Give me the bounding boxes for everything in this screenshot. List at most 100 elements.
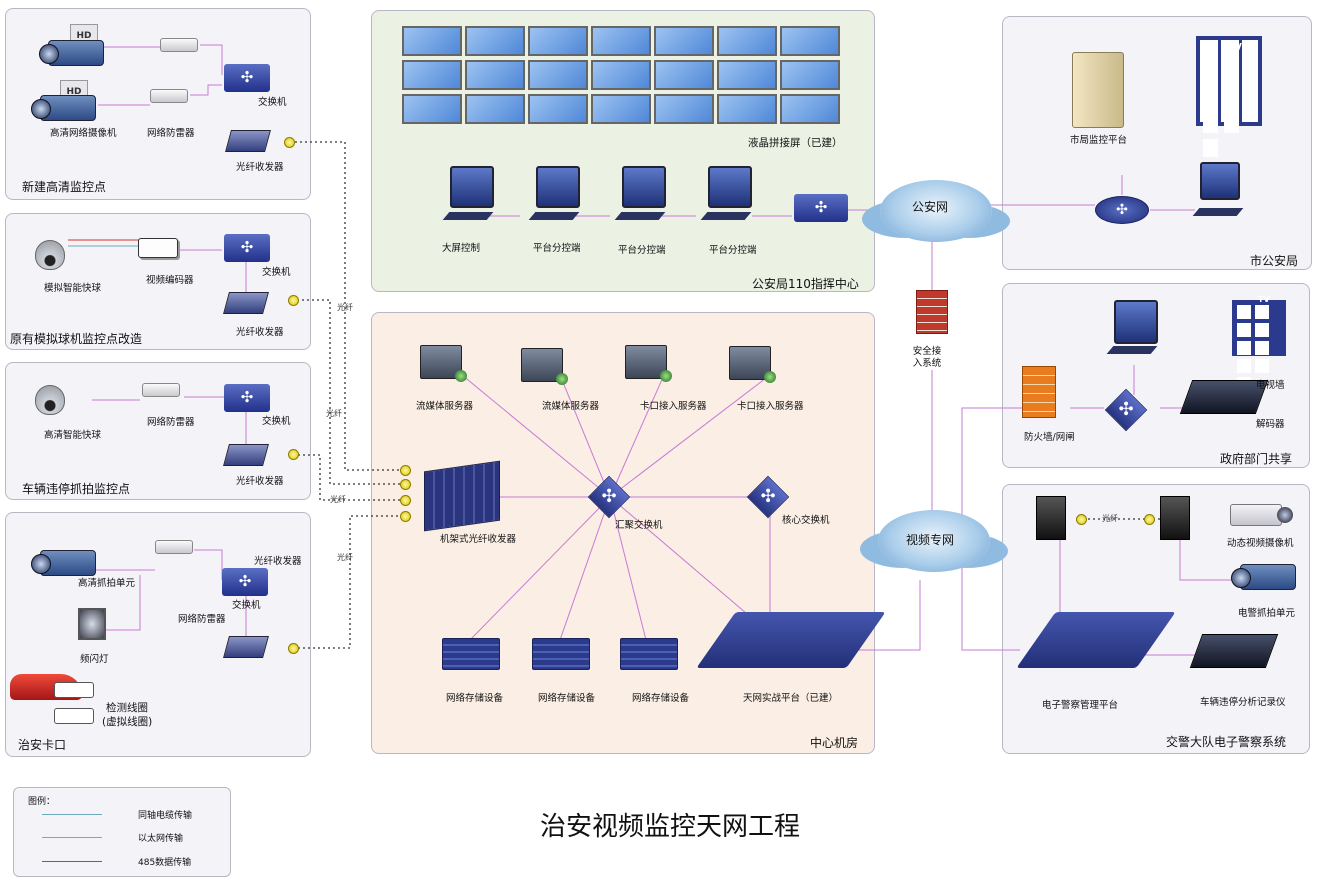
legend-label: 同轴电缆传输: [138, 811, 193, 821]
fiber-connector-icon: [1144, 514, 1155, 525]
checkpoint-server-icon: [625, 345, 672, 382]
server-label: 卡口接入服务器: [640, 401, 707, 412]
legend-title: 图例：: [28, 797, 56, 807]
dyncam-label: 动态视频摄像机: [1227, 538, 1294, 549]
lcd-panel: [528, 26, 588, 56]
fiber-transceiver-icon: [223, 444, 269, 466]
site4-title: 治安卡口: [18, 738, 67, 752]
lcd-panel: [780, 26, 840, 56]
monitor-icon: [622, 166, 666, 208]
rack-fiber-transceiver-icon: [424, 460, 500, 532]
lcd-panel: [402, 94, 462, 124]
fiber-encoder-icon: [1160, 496, 1190, 540]
tv-badge: TV: [1228, 42, 1242, 53]
aggregation-switch-icon: ✣: [587, 475, 631, 519]
lcd-panel: [717, 26, 777, 56]
fiber-connector-icon: [288, 295, 299, 306]
lcd-panel: [528, 94, 588, 124]
tv-badge: TV: [1258, 295, 1270, 304]
strobe-light-icon: [78, 608, 106, 640]
capture-camera-icon: [31, 550, 96, 576]
monitor-icon: [450, 166, 494, 208]
station-label: 平台分控端: [709, 245, 757, 256]
station-label: 平台分控端: [618, 245, 666, 256]
legend-item: 同轴电缆传输: [42, 808, 222, 821]
site2-camera-label: 模拟智能快球: [44, 283, 102, 294]
lcd-panel: [528, 60, 588, 90]
storage-icon: [532, 638, 590, 670]
fiber-transceiver-icon: [223, 636, 269, 658]
surge-protector-icon: [150, 89, 188, 103]
site2-switch-label: 交换机: [262, 267, 291, 278]
router-icon: ✣: [1095, 196, 1149, 224]
lcd-panel: [465, 94, 525, 124]
city-title: 市公安局: [1250, 254, 1299, 268]
site1-protector-label: 网络防雷器: [147, 128, 195, 139]
lcd-panel: [654, 94, 714, 124]
legend-item: 485数据传输: [42, 855, 222, 868]
storage-icon: [442, 638, 500, 670]
surge-protector-icon: [155, 540, 193, 554]
fiber-connector-icon: [400, 511, 411, 522]
site1-switch-label: 交换机: [258, 97, 287, 108]
switch-icon: ✣: [222, 568, 268, 596]
site4-protector-label: 网络防雷器: [178, 614, 226, 625]
server-tower-icon: [1072, 52, 1124, 128]
surge-protector-icon: [142, 383, 180, 397]
site1-fiber-label: 光纤收发器: [236, 162, 284, 173]
detection-loop-icon: [54, 708, 94, 724]
site4-switch-label: 交换机: [232, 600, 261, 611]
core-switch-icon: ✣: [746, 475, 790, 519]
server-label: 流媒体服务器: [542, 401, 600, 412]
switch-icon: ✣: [224, 234, 270, 262]
site2-title: 原有模拟球机监控点改造: [10, 332, 143, 346]
lcd-panel: [591, 60, 651, 90]
lcd-panel: [465, 26, 525, 56]
monitor-icon: [1200, 162, 1240, 200]
storage-label: 网络存储设备: [446, 693, 504, 704]
traffic-fiber-tag: 光纤: [1102, 514, 1118, 523]
firewall-icon: [1022, 366, 1056, 418]
lcd-panel: [654, 60, 714, 90]
city-platform-label: 市局监控平台: [1070, 135, 1128, 146]
legend-label: 以太网传输: [138, 834, 184, 844]
station-label: 大屏控制: [442, 243, 481, 254]
center-title: 中心机房: [810, 736, 859, 750]
video-network-label: 视频专网: [906, 533, 955, 547]
hd-camera-icon: [31, 95, 96, 121]
site4-loop-sub-label: (虚拟线圈): [102, 716, 153, 728]
gateway-label: 安全接入系统: [912, 346, 942, 369]
server-label: 流媒体服务器: [416, 401, 474, 412]
analyzer-icon: [1189, 634, 1279, 668]
lcd-panel: [402, 26, 462, 56]
monitor-icon: [1114, 300, 1158, 344]
lcd-panel: [591, 26, 651, 56]
lcd-panel: [717, 60, 777, 90]
capture-camera-icon: [1231, 564, 1296, 590]
switch-icon: ✣: [794, 194, 848, 222]
fiber-transceiver-icon: [225, 130, 271, 152]
site3-switch-label: 交换机: [262, 416, 291, 427]
legend-label: 485数据传输: [138, 858, 192, 868]
rack-label: 机架式光纤收发器: [440, 534, 517, 545]
tvwall-label: 电视墙: [1256, 380, 1285, 391]
traffic-capture-label: 电警抓拍单元: [1238, 608, 1296, 619]
fiber-encoder-icon: [1036, 496, 1066, 540]
panel-command-center: [371, 10, 875, 292]
dynamic-camera-icon: [1230, 504, 1293, 526]
legend: 图例： 同轴电缆传输 以太网传输 485数据传输: [13, 787, 231, 877]
firewall-label: 防火墙/网闸: [1024, 432, 1075, 443]
lcd-wall-label: 液晶拼接屏（已建）: [748, 137, 843, 149]
switch-icon: ✣: [224, 64, 270, 92]
site3-protector-label: 网络防雷器: [147, 417, 195, 428]
fiber-connector-icon: [400, 465, 411, 476]
legend-swatch-coax: [42, 814, 102, 815]
site1-camera-label: 高清网络摄像机: [50, 128, 117, 139]
lcd-panel: [780, 94, 840, 124]
surge-protector-icon: [160, 38, 198, 52]
lcd-panel: [780, 60, 840, 90]
panel-city-bureau: [1002, 16, 1312, 270]
fiber-connector-icon: [400, 479, 411, 490]
fiber-connector-icon: [1076, 514, 1087, 525]
security-gateway-icon: [916, 290, 948, 334]
